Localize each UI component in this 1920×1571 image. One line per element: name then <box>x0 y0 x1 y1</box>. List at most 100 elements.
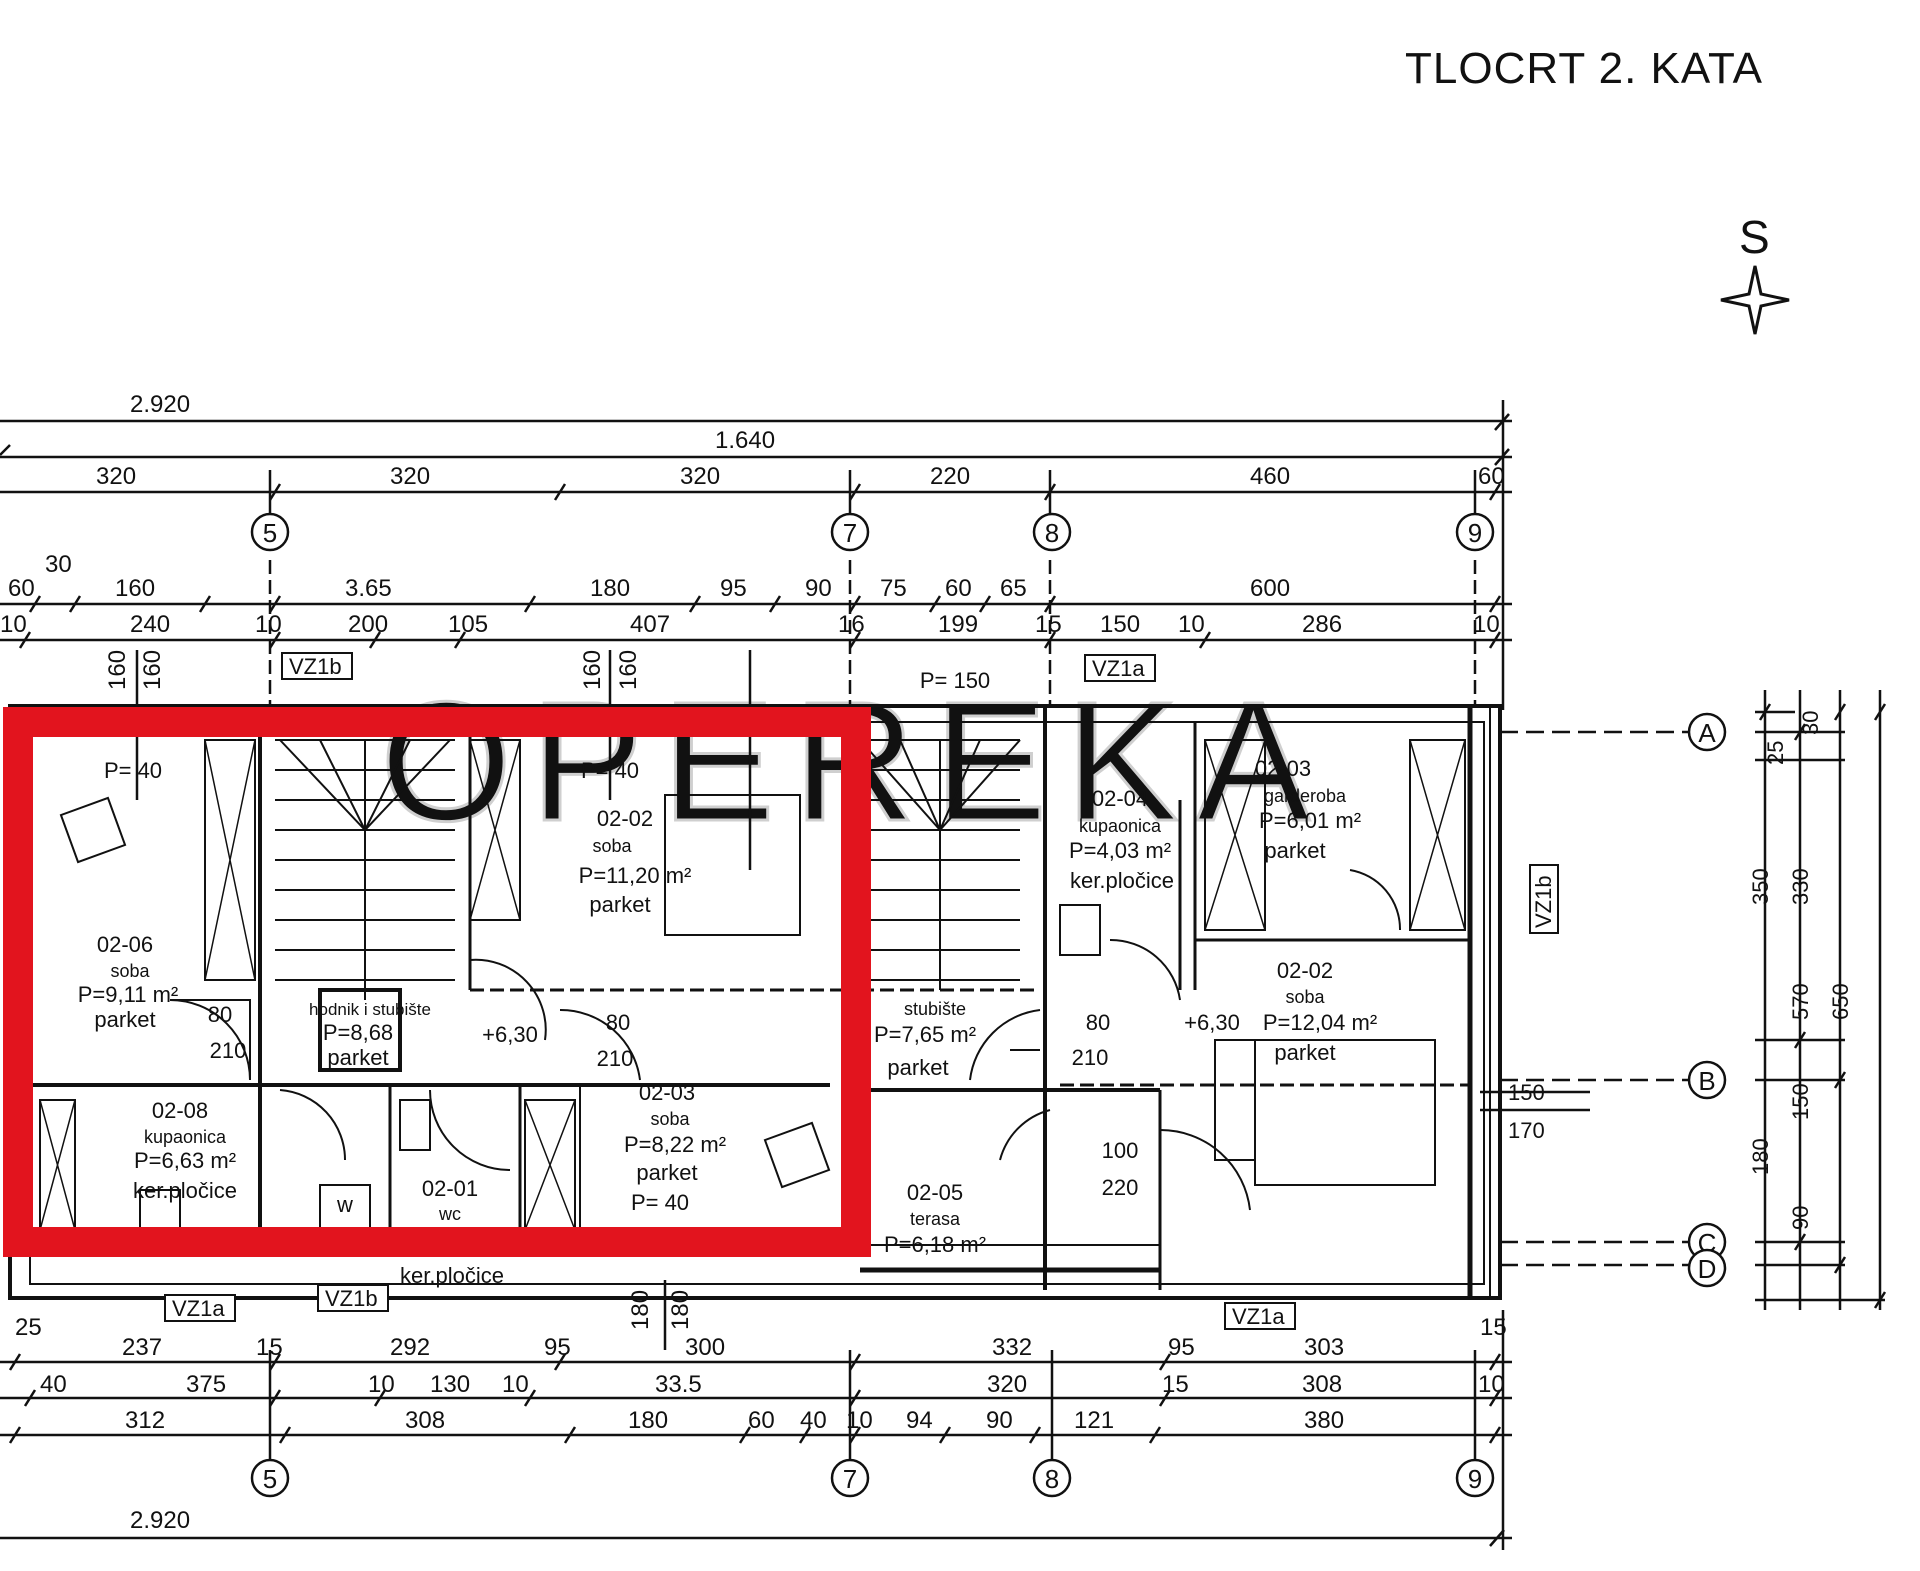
dim-label: 95 <box>1168 1334 1195 1361</box>
axis-label: 7 <box>843 1464 857 1494</box>
room-label: 02-08 <box>152 1098 208 1123</box>
dim-label: 10 <box>1478 1371 1505 1398</box>
north-arrow-icon <box>1720 265 1790 335</box>
dim-label: 3.65 <box>345 575 392 602</box>
room-label: P=4,03 m² <box>1069 838 1171 863</box>
wall-tag: VZ1a <box>172 1296 225 1321</box>
dim-label: 150 <box>1508 1080 1545 1105</box>
room-label: parket <box>327 1045 388 1070</box>
bottom-dimension-lines <box>0 1280 1512 1550</box>
room-label: 02-03 <box>639 1080 695 1105</box>
wall-tag: VZ1a <box>1092 656 1145 681</box>
north-letter: S <box>1739 211 1770 263</box>
axis-label: B <box>1698 1066 1715 1096</box>
dim-label: 180 <box>667 1290 694 1330</box>
dim-label: 170 <box>1508 1118 1545 1143</box>
dim-label: 15 <box>1162 1371 1189 1398</box>
dim-label: 95 <box>720 575 747 602</box>
room-label: terasa <box>910 1209 961 1229</box>
dim-label: 600 <box>1250 575 1290 602</box>
dim-label: 90 <box>986 1407 1013 1434</box>
highlight-frame <box>3 707 871 1257</box>
dim-label: 650 <box>1828 983 1853 1020</box>
dim-label: 180 <box>628 1407 668 1434</box>
dim-label: 10 <box>1473 611 1500 638</box>
dim-label: 15 <box>1480 1314 1507 1341</box>
room-label: P=11,20 m² <box>579 863 692 888</box>
room-label: 02-02 <box>1277 958 1333 983</box>
room-label: P=12,04 m² <box>1263 1010 1377 1035</box>
room-label: parket <box>1264 838 1325 863</box>
room-label: soba <box>110 961 150 981</box>
top-dimension-labels: 2.920 1.640 320 320 320 220 460 60 30 60… <box>0 391 1505 690</box>
room-label: 02-05 <box>907 1180 963 1205</box>
dim-label: 320 <box>987 1371 1027 1398</box>
dim-label: 220 <box>930 463 970 490</box>
room-label: stubište <box>904 999 966 1019</box>
dim-label: 570 <box>1788 983 1813 1020</box>
room-label: 02-01 <box>422 1176 478 1201</box>
dim-label: 16 <box>838 611 865 638</box>
room-label: kupaonica <box>144 1127 227 1147</box>
dim-label: 308 <box>1302 1371 1342 1398</box>
room-label: wc <box>438 1204 461 1224</box>
dim-label: 150 <box>1100 611 1140 638</box>
door-dim: 210 <box>597 1046 634 1071</box>
dim-label: 95 <box>544 1334 571 1361</box>
dim-label: 160 <box>579 650 606 690</box>
dim-label: 237 <box>122 1334 162 1361</box>
dim-label: 60 <box>945 575 972 602</box>
dim-label: 160 <box>104 650 131 690</box>
dim-label: 10 <box>255 611 282 638</box>
wall-tag: VZ1b <box>1531 875 1556 928</box>
plan-title: TLOCRT 2. KATA <box>1405 44 1763 93</box>
dim-label: 94 <box>906 1407 933 1434</box>
dim-label: 10 <box>0 611 27 638</box>
room-label: P=6,63 m² <box>134 1148 236 1173</box>
level-label: +6,30 <box>1184 1010 1240 1035</box>
dim-label: 30 <box>1798 711 1823 735</box>
room-label: soba <box>592 836 632 856</box>
dim-label: 320 <box>680 463 720 490</box>
room-labels: P= 40 02-06 soba P=9,11 m² parket P= 40 … <box>78 668 1377 1288</box>
right-dimension-labels: 150 170 350 330 570 650 150 180 90 30 25 <box>1508 711 1853 1230</box>
axis-label: 5 <box>263 1464 277 1494</box>
top-dimension-lines <box>0 400 1512 870</box>
dim-label: 15 <box>256 1334 283 1361</box>
dim-label: 10 <box>1178 611 1205 638</box>
axis-label: 7 <box>843 518 857 548</box>
dim-label: 160 <box>615 650 642 690</box>
watermark-text: OPEREKA <box>380 667 1328 857</box>
room-label: kupaonica <box>1079 816 1162 836</box>
dim-label: 130 <box>430 1371 470 1398</box>
room-label: P= 40 <box>104 758 162 783</box>
axis-label: 8 <box>1045 1464 1059 1494</box>
door-dim: 80 <box>1086 1010 1110 1035</box>
dim-label: 105 <box>448 611 488 638</box>
dim-label: 60 <box>748 1407 775 1434</box>
room-label: P=6,01 m² <box>1259 808 1361 833</box>
dim-label: 60 <box>8 575 35 602</box>
dim-label: 10 <box>502 1371 529 1398</box>
dim-label: 160 <box>139 650 166 690</box>
axis-label: 5 <box>263 518 277 548</box>
right-dimension-lines <box>1480 690 1887 1310</box>
dim-label: 312 <box>125 1407 165 1434</box>
room-label: P= 40 <box>581 758 639 783</box>
dim-label: 90 <box>1788 1206 1813 1230</box>
room-label: soba <box>650 1109 690 1129</box>
dim-label: 350 <box>1748 868 1773 905</box>
axis-label: 9 <box>1468 518 1482 548</box>
room-label: P=8,22 m² <box>624 1132 726 1157</box>
dim-label: 10 <box>368 1371 395 1398</box>
level-label: +6,30 <box>482 1022 538 1047</box>
bottom-dimension-labels: 25 237 15 292 95 300 332 95 303 15 40 37… <box>15 1290 1507 1534</box>
dim-label: 150 <box>1788 1083 1813 1120</box>
dim-label: 160 <box>115 575 155 602</box>
axis-markers-bottom: 5 7 8 9 <box>250 1458 1495 1498</box>
dim-overall-top: 2.920 <box>130 391 190 418</box>
dim-label: 30 <box>45 551 72 578</box>
dim-label: 60 <box>1478 463 1505 490</box>
room-label: soba <box>1285 987 1325 1007</box>
wall-tags: VZ1b VZ1a VZ1b VZ1a VZ1b VZ1a <box>164 652 1559 1330</box>
